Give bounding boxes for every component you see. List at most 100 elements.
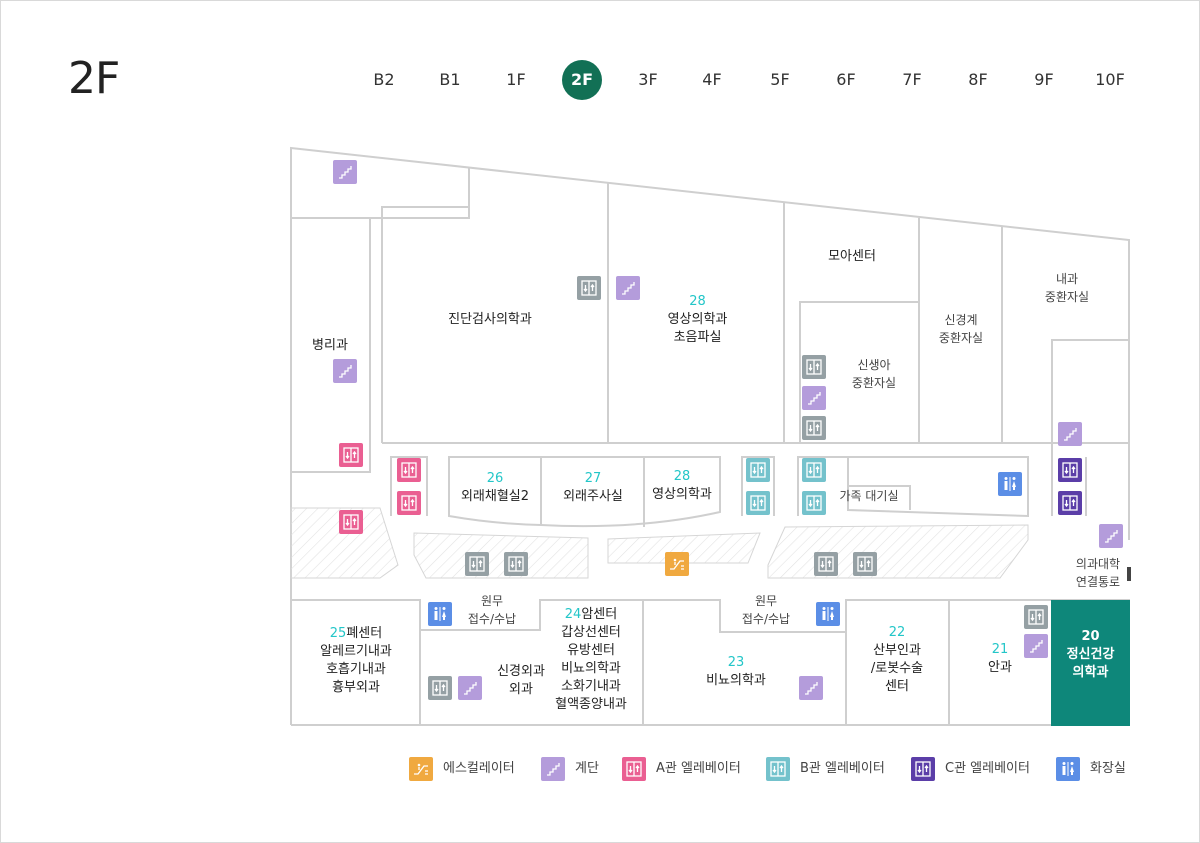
room-label-line2: 의학과: [1072, 665, 1109, 680]
room-label-line6: 혈액종양내과: [555, 697, 627, 712]
admin-reception-left[interactable]: 원무 접수/수납: [452, 592, 532, 628]
map-elevator-icon: [577, 276, 601, 300]
room-label-line5: 소화기내과: [561, 679, 621, 694]
room-nicu[interactable]: 신생아 중환자실: [834, 356, 914, 392]
room-lab-medicine-label: 진단검사의학과: [448, 312, 532, 327]
room-urology[interactable]: 23 비뇨의학과: [690, 654, 782, 690]
room-lab-medicine[interactable]: 진단검사의학과: [420, 311, 560, 329]
room-label-line3: 유방센터: [567, 643, 615, 658]
floor-selector: B2 B1 1F 2F 3F 4F 5F 6F 7F 8F 9F 10F: [0, 60, 1200, 100]
room-number: 22: [888, 625, 906, 640]
map-elevator-icon: [465, 552, 489, 576]
room-psychiatry[interactable]: 20 정신건강 의학과: [1051, 628, 1130, 682]
room-label-line2: 중환자실: [1044, 290, 1090, 304]
room-label: 가족 대기실: [839, 489, 899, 503]
map-elevator-icon: [1024, 605, 1048, 629]
room-number: 26: [486, 471, 504, 486]
map-stairs-icon: [1058, 422, 1082, 446]
map-elevator-icon: [802, 416, 826, 440]
room-label-line1: 신경계: [944, 313, 978, 327]
room-ophthalmology[interactable]: 21 안과: [970, 641, 1030, 677]
legend: 에스컬레이터 계단 A관 엘레베이터 B관 엘레베이터 C관 엘레베이터 화장실: [0, 757, 1200, 781]
floor-button-6f[interactable]: 6F: [836, 70, 856, 89]
floor-button-4f[interactable]: 4F: [702, 70, 722, 89]
map-elevator-icon: [802, 355, 826, 379]
room-injection[interactable]: 27 외래주사실: [543, 470, 643, 506]
room-lung-center[interactable]: 25폐센터 알레르기내과 호흡기내과 흉부외과: [296, 625, 416, 697]
floor-button-5f[interactable]: 5F: [770, 70, 790, 89]
map-escalator-icon: [665, 552, 689, 576]
room-obgyn[interactable]: 22 산부인과 /로봇수술 센터: [856, 624, 938, 696]
floor-button-b2[interactable]: B2: [373, 70, 395, 89]
map-elevator-a-icon: [339, 443, 363, 467]
map-elevator-c-icon: [1058, 491, 1082, 515]
room-label-line2: 중환자실: [938, 331, 984, 345]
floor-button-7f[interactable]: 7F: [902, 70, 922, 89]
room-radiology[interactable]: 28 영상의학과: [644, 468, 720, 504]
room-label-line1: 정신건강: [1066, 647, 1115, 662]
map-elevator-b-icon: [802, 458, 826, 482]
floor-button-10f[interactable]: 10F: [1095, 70, 1125, 89]
room-moa-center[interactable]: 모아센터: [806, 248, 898, 266]
map-elevator-icon: [504, 552, 528, 576]
restroom-icon: [1056, 757, 1080, 781]
room-number: 21: [991, 642, 1009, 657]
map-stairs-icon: [333, 359, 357, 383]
room-label-line4: 비뇨의학과: [561, 661, 621, 676]
label-line1: 원무: [480, 594, 504, 608]
room-label: 폐센터: [346, 626, 383, 641]
elevator-b-icon: [766, 757, 790, 781]
room-neurosurgery[interactable]: 신경외과 외과: [490, 663, 552, 699]
map-stairs-icon: [616, 276, 640, 300]
map-stairs-icon: [333, 160, 357, 184]
floor-button-3f[interactable]: 3F: [638, 70, 658, 89]
room-pathology[interactable]: 병리과: [300, 337, 360, 355]
legend-label: 계단: [575, 761, 599, 776]
map-stairs-icon: [458, 676, 482, 700]
room-label-line2: 중환자실: [851, 376, 897, 390]
room-label-line1: 내과: [1055, 272, 1079, 286]
room-label: 안과: [988, 660, 1012, 675]
room-radiology-ultrasound[interactable]: 28 영상의학과 초음파실: [650, 293, 745, 347]
room-label: 외래주사실: [563, 489, 623, 504]
map-elevator-b-icon: [746, 491, 770, 515]
room-label: 외래채혈실2: [460, 489, 530, 504]
room-blood-draw[interactable]: 26 외래채혈실2: [449, 470, 541, 506]
room-cancer-center[interactable]: 24암센터 갑상선센터 유방센터 비뇨의학과 소화기내과 혈액종양내과: [544, 606, 638, 714]
floor-button-2f[interactable]: 2F: [562, 60, 602, 100]
room-number: 20: [1081, 629, 1100, 644]
room-label-line2: 갑상선센터: [561, 625, 621, 640]
room-label-line2: 외과: [509, 682, 533, 697]
room-label: 비뇨의학과: [706, 673, 766, 688]
floor-button-9f[interactable]: 9F: [1034, 70, 1054, 89]
escalator-icon: [409, 757, 433, 781]
room-label-line2: /로봇수술: [870, 661, 924, 676]
map-stairs-icon: [799, 676, 823, 700]
room-number: 27: [584, 471, 602, 486]
floor-button-1f[interactable]: 1F: [506, 70, 526, 89]
floor-button-b1[interactable]: B1: [439, 70, 461, 89]
map-stairs-icon: [802, 386, 826, 410]
elevator-c-icon: [911, 757, 935, 781]
label-line2: 접수/수납: [741, 612, 791, 626]
room-pathology-label: 병리과: [312, 338, 348, 353]
room-neuro-icu[interactable]: 신경계 중환자실: [920, 311, 1002, 347]
room-medical-icu[interactable]: 내과 중환자실: [1026, 270, 1108, 306]
room-number: 24: [564, 607, 582, 622]
map-elevator-c-icon: [1058, 458, 1082, 482]
medschool-connection-passage[interactable]: 의과대학 연결통로: [1058, 555, 1138, 591]
map-elevator-b-icon: [746, 458, 770, 482]
elevator-a-icon: [622, 757, 646, 781]
room-family-lounge[interactable]: 가족 대기실: [834, 487, 904, 505]
room-label-line2: 알레르기내과: [320, 644, 392, 659]
map-stairs-icon: [1099, 524, 1123, 548]
map-restroom-icon: [816, 602, 840, 626]
label-line2: 접수/수납: [467, 612, 517, 626]
room-label: 영상의학과: [652, 487, 712, 502]
room-label-line1: 산부인과: [873, 643, 921, 658]
admin-reception-right[interactable]: 원무 접수/수납: [726, 592, 806, 628]
label-line2: 연결통로: [1075, 575, 1121, 589]
room-label: 암센터: [581, 607, 618, 622]
floor-button-8f[interactable]: 8F: [968, 70, 988, 89]
